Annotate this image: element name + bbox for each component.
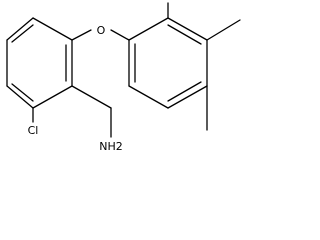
oxygen-label: O bbox=[97, 24, 106, 37]
bond-oxygen-c1prime bbox=[110, 29, 130, 41]
bond-ring2-double-c2-c3 bbox=[167, 24, 202, 45]
bond-c2-ch2 bbox=[71, 85, 112, 109]
right-benzene-ring bbox=[128, 17, 208, 109]
chemical-structure-diagram: O Cl NH2 bbox=[6, 2, 241, 153]
bond-methyl-upper-right bbox=[206, 19, 241, 41]
bond-ring1-c3-c4 bbox=[6, 85, 34, 109]
bond-ring1-c2-c3 bbox=[32, 85, 73, 109]
bond-c1-oxygen bbox=[71, 29, 92, 41]
bond-ring1-c6-c1 bbox=[32, 17, 73, 41]
bond-ring1-double-c3-c4 bbox=[11, 83, 34, 102]
amine-label: NH2 bbox=[99, 140, 123, 153]
left-benzene-ring bbox=[6, 17, 73, 109]
bond-ring2-c4-c5 bbox=[167, 85, 208, 109]
bond-ring2-c1-c2 bbox=[128, 17, 169, 41]
bond-ring1-c5-c6 bbox=[6, 17, 34, 41]
bond-ring2-c2-c3 bbox=[167, 17, 208, 41]
bond-ring2-double-c4-c5 bbox=[167, 81, 202, 102]
bond-ring2-c5-c6 bbox=[128, 85, 169, 109]
chlorine-label: Cl bbox=[28, 124, 39, 137]
bond-ring1-double-c5-c6 bbox=[11, 24, 34, 43]
